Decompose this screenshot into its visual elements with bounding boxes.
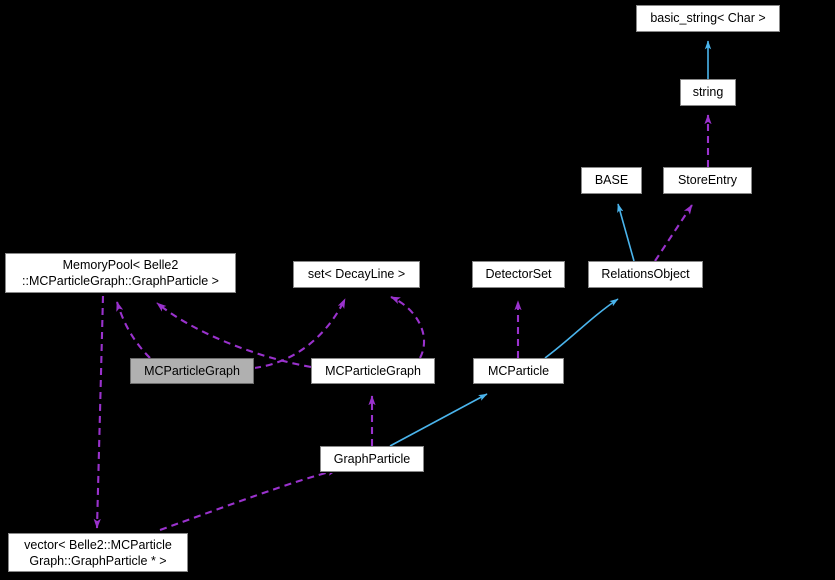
node-string[interactable]: string [680, 79, 736, 106]
edge-graphparticle-to-mcparticle [389, 393, 488, 447]
node-memory-pool[interactable]: MemoryPool< Belle2 ::MCParticleGraph::Gr… [5, 253, 236, 293]
node-mcparticle[interactable]: MCParticle [473, 358, 564, 384]
edge-relationsobject-to-storeentry [654, 204, 693, 262]
edge-graphparticle-to-vector [159, 468, 338, 531]
edge-memorypool-to-vector [93, 295, 105, 529]
node-mcparticlegraph[interactable]: MCParticleGraph [311, 358, 435, 384]
edge-mcparticlegraph-right-to-set-decayline [390, 296, 426, 359]
edge-mcparticle-to-relationsobject [544, 298, 619, 359]
edge-relationsobject-to-base [617, 203, 635, 262]
node-store-entry[interactable]: StoreEntry [663, 167, 752, 194]
node-mcparticlegraph-highlighted[interactable]: MCParticleGraph [130, 358, 254, 384]
node-basic-string[interactable]: basic_string< Char > [636, 5, 780, 32]
node-set-decayline[interactable]: set< DecayLine > [293, 261, 420, 288]
node-graph-particle[interactable]: GraphParticle [320, 446, 424, 472]
node-detector-set[interactable]: DetectorSet [472, 261, 565, 288]
node-vector-graphparticle[interactable]: vector< Belle2::MCParticle Graph::GraphP… [8, 533, 188, 572]
edge-mcparticlegraph-highlight-to-set-decayline [253, 298, 346, 370]
node-relations-object[interactable]: RelationsObject [588, 261, 703, 288]
node-base[interactable]: BASE [581, 167, 642, 194]
edge-mcparticlegraph-highlight-to-memorypool [115, 301, 151, 359]
